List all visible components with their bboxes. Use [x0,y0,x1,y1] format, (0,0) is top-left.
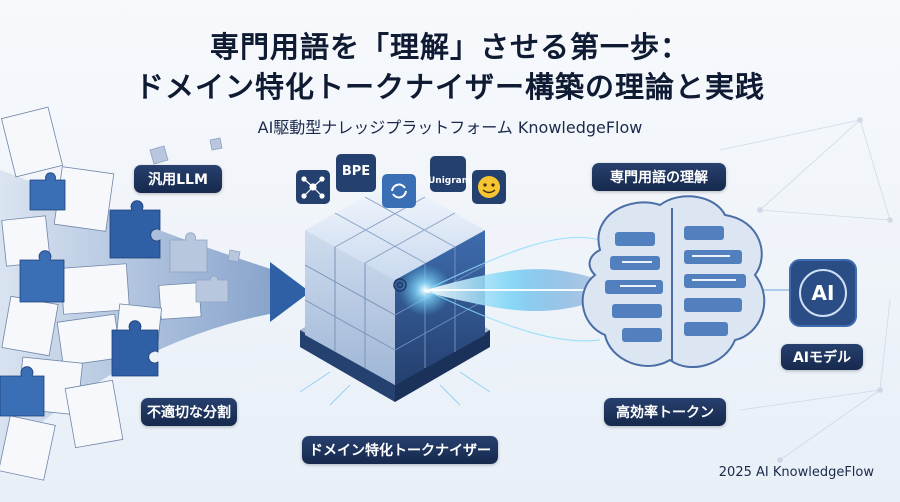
efficient-tokens-label: 高効率トークン [604,398,726,426]
fragment-stream [0,106,310,481]
footer-credit: 2025 AI KnowledgeFlow [718,465,874,480]
improper-split-label: 不適切な分割 [141,398,237,426]
domain-tokenizer-label: ドメイン特化トークナイザー [302,436,498,464]
bpe-icon: BPE [341,164,371,179]
brain-icon [581,195,766,369]
ai-chip-icon [789,259,857,327]
page-subtitle: AI駆動型ナレッジプラットフォーム KnowledgeFlow [257,118,643,137]
unigram-tile [430,156,466,192]
term-understanding-label: 専門用語の理解 [592,163,726,191]
sync-icon [382,174,416,208]
document-fragment-icon [0,106,202,481]
bpe-tile [336,154,376,192]
gear-icon [393,278,407,292]
ai-badge-text: AI [811,281,835,305]
ai-model-label: AIモデル [781,344,863,370]
network-node-icon [296,170,330,204]
page-title-line1: 専門用語を「理解」させる第一歩： [209,30,690,64]
page-title-line2: ドメイン特化トークナイザー構築の理論と実践 [134,70,765,104]
network-lines [719,117,893,463]
puzzle-piece-icon [0,172,161,417]
hugging-face-icon [472,170,506,204]
tokenizer-cube [299,180,491,406]
unigram-icon: Unigram [428,176,472,186]
general-llm-label: 汎用LLM [134,165,222,193]
puzzle-piece-light-icon [149,137,241,303]
